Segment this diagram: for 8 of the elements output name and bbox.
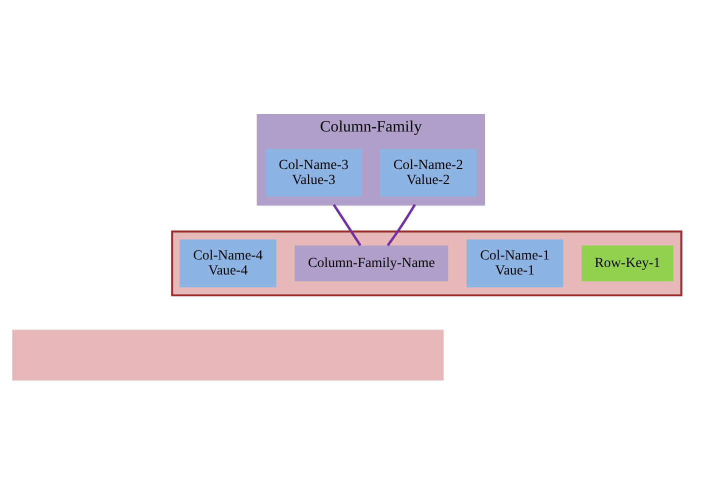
node-box xyxy=(12,329,444,380)
node-box: Col-Name-1 Vaue-1 xyxy=(466,239,564,287)
node-box: Col-Name-2 Value-2 xyxy=(380,148,477,196)
cluster xyxy=(171,230,682,296)
node-box: Col-Name-3 Value-3 xyxy=(265,148,362,196)
node-box: Column-Family-Name xyxy=(294,245,448,281)
node-box: Row-Key-1 xyxy=(582,245,674,281)
node-box: Col-Name-4 Vaue-4 xyxy=(180,239,276,287)
